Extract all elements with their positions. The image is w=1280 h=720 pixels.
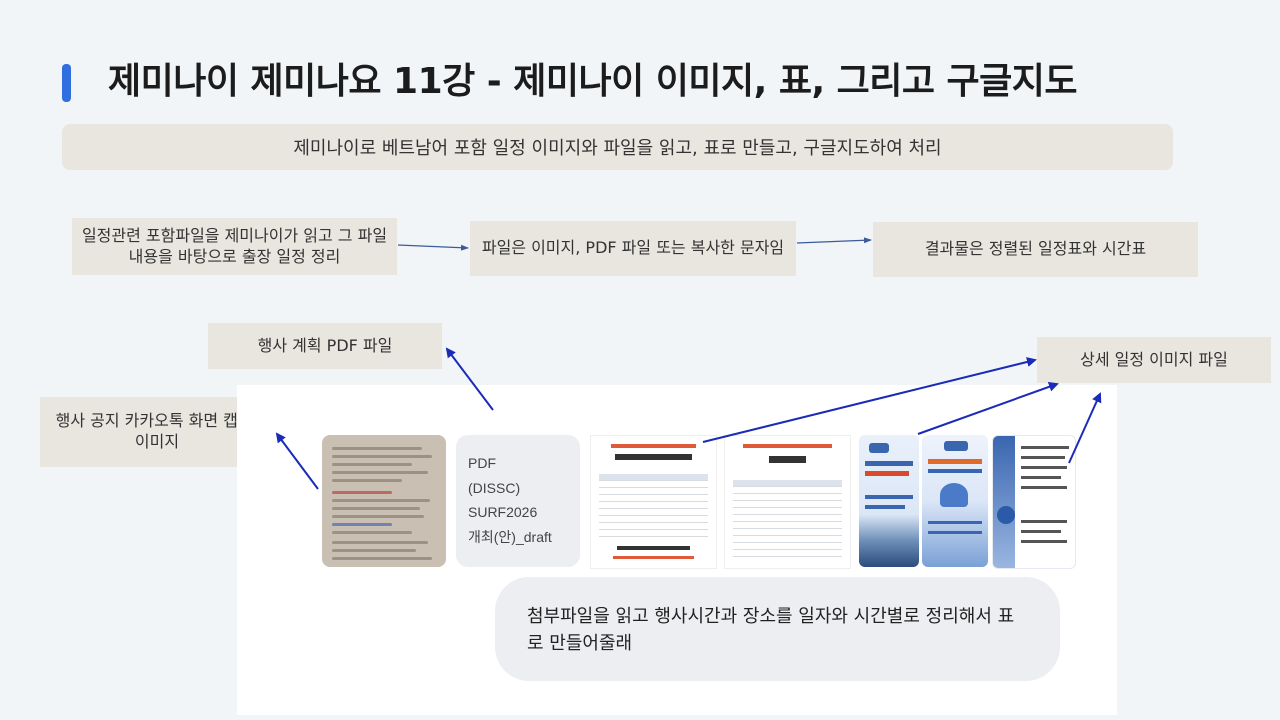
pdf-card-line: (DISSC) [468, 479, 521, 496]
label-detail-image: 상세 일정 이미지 파일 [1037, 337, 1271, 383]
slide-title: 제미나이 제미나요 11강 - 제미나이 이미지, 표, 그리고 구글지도 [108, 61, 1078, 102]
event-poster-thumbnail-2[interactable] [922, 435, 988, 567]
pdf-card-line: 개최(안)_draft [468, 528, 552, 545]
arrow-flow-1-to-2 [397, 244, 469, 251]
kakao-screenshot-thumbnail[interactable] [322, 435, 446, 567]
flow-step-file-types: 파일은 이미지, PDF 파일 또는 복사한 문자임 [470, 221, 796, 276]
arrow-flow-2-to-3 [796, 237, 872, 244]
flow-step-input: 일정관련 포함파일을 제미나이가 읽고 그 파일 내용을 바탕으로 출장 일정 … [72, 218, 397, 275]
schedule-doc-thumbnail-2[interactable] [724, 435, 851, 569]
user-prompt-text: 첨부파일을 읽고 행사시간과 장소를 일자와 시간별로 정리해서 표로 만들어줄… [527, 606, 1015, 654]
title-accent-bar [62, 64, 71, 102]
subtitle-text: 제미나이로 베트남어 포함 일정 이미지와 파일을 읽고, 표로 만들고, 구글… [293, 138, 942, 159]
event-poster-thumbnail-3[interactable] [992, 435, 1076, 569]
pdf-card-line: SURF2026 [468, 504, 538, 520]
label-kakao-capture: 행사 공지 카카오톡 화면 캡처- 이미지 [40, 397, 274, 467]
event-poster-thumbnail-1[interactable] [859, 435, 919, 567]
subtitle-banner: 제미나이로 베트남어 포함 일정 이미지와 파일을 읽고, 표로 만들고, 구글… [62, 124, 1173, 170]
pdf-card-type: PDF [468, 455, 496, 471]
chat-screenshot: PDF (DISSC) SURF2026 개최(안)_draft [237, 385, 1117, 715]
pdf-attachment-card[interactable]: PDF (DISSC) SURF2026 개최(안)_draft [456, 435, 580, 567]
schedule-doc-thumbnail-1[interactable] [590, 435, 717, 569]
label-pdf-file: 행사 계획 PDF 파일 [208, 323, 442, 369]
flow-step-result: 결과물은 정렬된 일정표와 시간표 [873, 222, 1198, 277]
user-prompt-bubble: 첨부파일을 읽고 행사시간과 장소를 일자와 시간별로 정리해서 표로 만들어줄… [495, 577, 1060, 681]
